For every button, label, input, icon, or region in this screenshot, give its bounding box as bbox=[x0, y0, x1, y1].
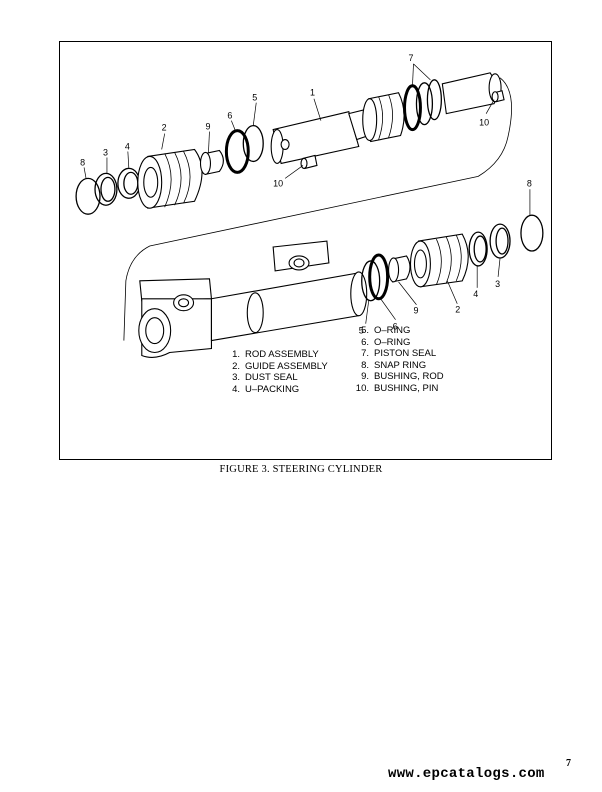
figure-frame: 1 2 3 4 8 9 6 5 7 10 10 8 3 4 2 9 6 5 bbox=[59, 41, 552, 460]
legend-item: 3.DUST SEAL bbox=[232, 372, 298, 383]
watermark-link[interactable]: www.epcatalogs.com bbox=[388, 766, 545, 782]
legend-item: 8.SNAP RING bbox=[361, 359, 427, 371]
u-packing-right bbox=[468, 231, 488, 267]
legend-item: 9.BUSHING, ROD bbox=[361, 371, 444, 382]
cylinder-tube bbox=[138, 240, 368, 358]
callout-4-top: 4 bbox=[125, 141, 130, 151]
legend-left: 1.ROD ASSEMBLY 2.GUIDE ASSEMBLY 3.DUST S… bbox=[226, 349, 328, 395]
snap-ring-right bbox=[520, 214, 544, 252]
legend-item: 1.ROD ASSEMBLY bbox=[232, 349, 319, 360]
callout-9-top: 9 bbox=[205, 122, 210, 132]
callout-8-right: 8 bbox=[527, 178, 532, 188]
callout-10-top: 10 bbox=[479, 118, 489, 128]
legend-item: 2.GUIDE ASSEMBLY bbox=[232, 360, 328, 372]
legend-item: 7.PISTON SEAL bbox=[361, 348, 437, 359]
page-number: 7 bbox=[566, 758, 571, 769]
piston-seal bbox=[403, 79, 442, 132]
callout-4-right: 4 bbox=[473, 289, 478, 299]
legend-item: 4.U–PACKING bbox=[232, 383, 300, 395]
alignment-outline bbox=[123, 77, 512, 341]
rod-bushing-bottom bbox=[388, 255, 411, 283]
callout-7: 7 bbox=[409, 53, 414, 63]
callout-10-bottom: 10 bbox=[273, 178, 283, 188]
callout-9-bottom: 9 bbox=[413, 306, 418, 316]
steering-cylinder-diagram: 1 2 3 4 8 9 6 5 7 10 10 8 3 4 2 9 6 5 bbox=[75, 53, 544, 358]
snap-ring-left bbox=[75, 177, 101, 215]
leader-lines bbox=[83, 63, 531, 324]
rod-bushing-top bbox=[199, 149, 224, 176]
figure-caption: FIGURE 3. STEERING CYLINDER bbox=[219, 464, 383, 475]
legend-item: 6.O–RING bbox=[361, 336, 411, 348]
legend-item: 5.O–RING bbox=[361, 325, 411, 336]
pin-bushing-bottom bbox=[300, 154, 318, 170]
legend-right: 5.O–RING 6.O–RING 7.PISTON SEAL 8.SNAP R… bbox=[355, 325, 444, 394]
legend-item: 10.BUSHING, PIN bbox=[355, 382, 439, 394]
callout-6-top: 6 bbox=[227, 111, 232, 121]
pin-bushing-top bbox=[491, 90, 505, 103]
callout-5-bottom: 5 bbox=[359, 326, 364, 336]
callout-1: 1 bbox=[310, 88, 315, 98]
callout-3-right: 3 bbox=[495, 279, 500, 289]
dust-seal-left bbox=[94, 172, 118, 206]
rod-assembly bbox=[270, 72, 502, 165]
callout-8-top: 8 bbox=[80, 157, 85, 167]
callout-3-top: 3 bbox=[103, 147, 108, 157]
o-ring-5-bottom bbox=[361, 260, 381, 302]
guide-assembly-bottom bbox=[409, 233, 469, 288]
callout-6-bottom: 6 bbox=[393, 322, 398, 332]
callout-2-bottom: 2 bbox=[455, 305, 460, 315]
o-ring-6-bottom bbox=[368, 253, 390, 301]
o-ring-6-top bbox=[224, 129, 250, 174]
callout-2-top: 2 bbox=[162, 123, 167, 133]
callout-5-top: 5 bbox=[252, 93, 257, 103]
guide-assembly-top bbox=[137, 148, 203, 209]
